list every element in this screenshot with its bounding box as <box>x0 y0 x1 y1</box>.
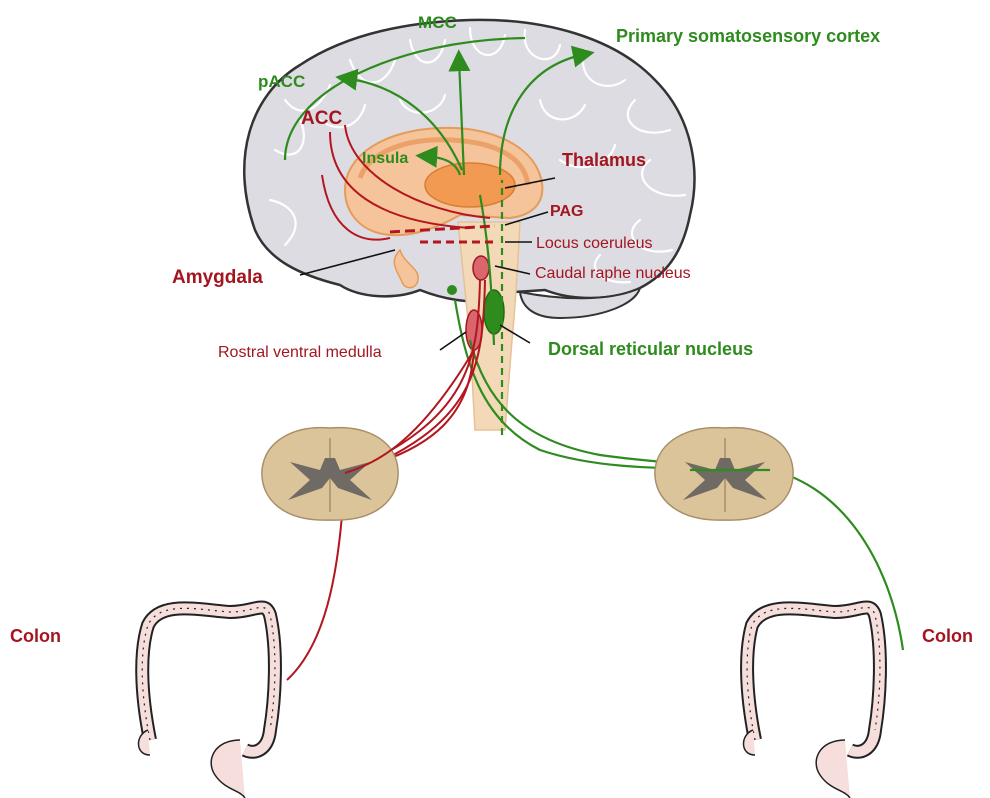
brain <box>244 20 694 430</box>
caudal-raphe-nucleus-shape <box>473 256 489 280</box>
label-colon-right: Colon <box>922 626 973 646</box>
label-rostral-ventral-medulla: Rostral ventral medulla <box>218 344 382 361</box>
label-dorsal-reticular-nucleus: Dorsal reticular nucleus <box>548 339 753 359</box>
label-pacc: pACC <box>258 72 305 91</box>
label-pag: PAG <box>550 203 583 220</box>
spinal-cord-section-right <box>655 428 793 521</box>
small-green-nucleus <box>447 285 457 295</box>
label-thalamus: Thalamus <box>562 150 646 170</box>
colon-left-illustration <box>138 607 274 798</box>
label-insula: Insula <box>362 150 408 167</box>
label-acc: ACC <box>301 108 342 129</box>
label-primary-somatosensory-cortex: Primary somatosensory cortex <box>616 26 880 46</box>
colon-right-illustration <box>743 607 879 798</box>
spinal-cord-section-left <box>262 428 398 521</box>
label-caudal-raphe-nucleus: Caudal raphe nucleus <box>535 265 691 282</box>
label-colon-left: Colon <box>10 626 61 646</box>
label-locus-coeruleus: Locus coeruleus <box>536 235 653 252</box>
label-mcc: MCC <box>418 13 457 32</box>
label-amygdala: Amygdala <box>172 267 263 288</box>
